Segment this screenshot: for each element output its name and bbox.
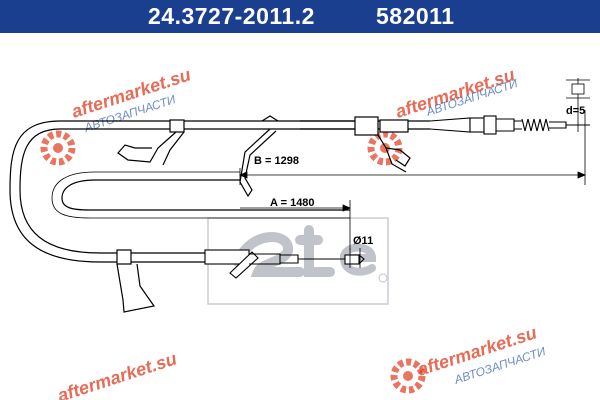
bracket-middle <box>239 115 279 198</box>
cable-drawing: aftermarket.su АВТОЗАПЧАСТИ aftermarket.… <box>9 64 590 400</box>
bracket-left <box>117 119 185 166</box>
dimension-b-label: B = 1298 <box>254 155 299 167</box>
dimension-d-label: d=5 <box>566 105 585 117</box>
watermark-top-left: aftermarket.su АВТОЗАПЧАСТИ <box>40 64 193 166</box>
gear-icon <box>367 130 403 166</box>
watermark-site-text: aftermarket.su <box>55 348 179 400</box>
part-number: 24.3727-2011.2 <box>148 3 315 29</box>
watermark-bottom-right: aftermarket.su АВТОЗАПЧАСТИ <box>390 322 548 394</box>
dimension-lines <box>238 78 590 268</box>
watermark-bottom-left: aftermarket.su <box>55 348 179 400</box>
end-fitting-right <box>429 115 590 135</box>
header-bar: 24.3727-2011.2 582011 <box>0 0 600 33</box>
dimension-diameter-label: Ø11 <box>353 235 373 247</box>
reference-number: 582011 <box>376 3 455 29</box>
watermark-top-right: aftermarket.su АВТОЗАПЧАСТИ <box>367 64 520 166</box>
cable-path <box>9 116 430 263</box>
bracket-bottom <box>116 249 156 313</box>
dimension-a-label: A = 1480 <box>270 197 315 209</box>
gear-icon <box>390 358 426 394</box>
end-fitting-left <box>204 249 365 279</box>
gear-icon <box>40 130 76 166</box>
bracket-right <box>377 134 411 173</box>
